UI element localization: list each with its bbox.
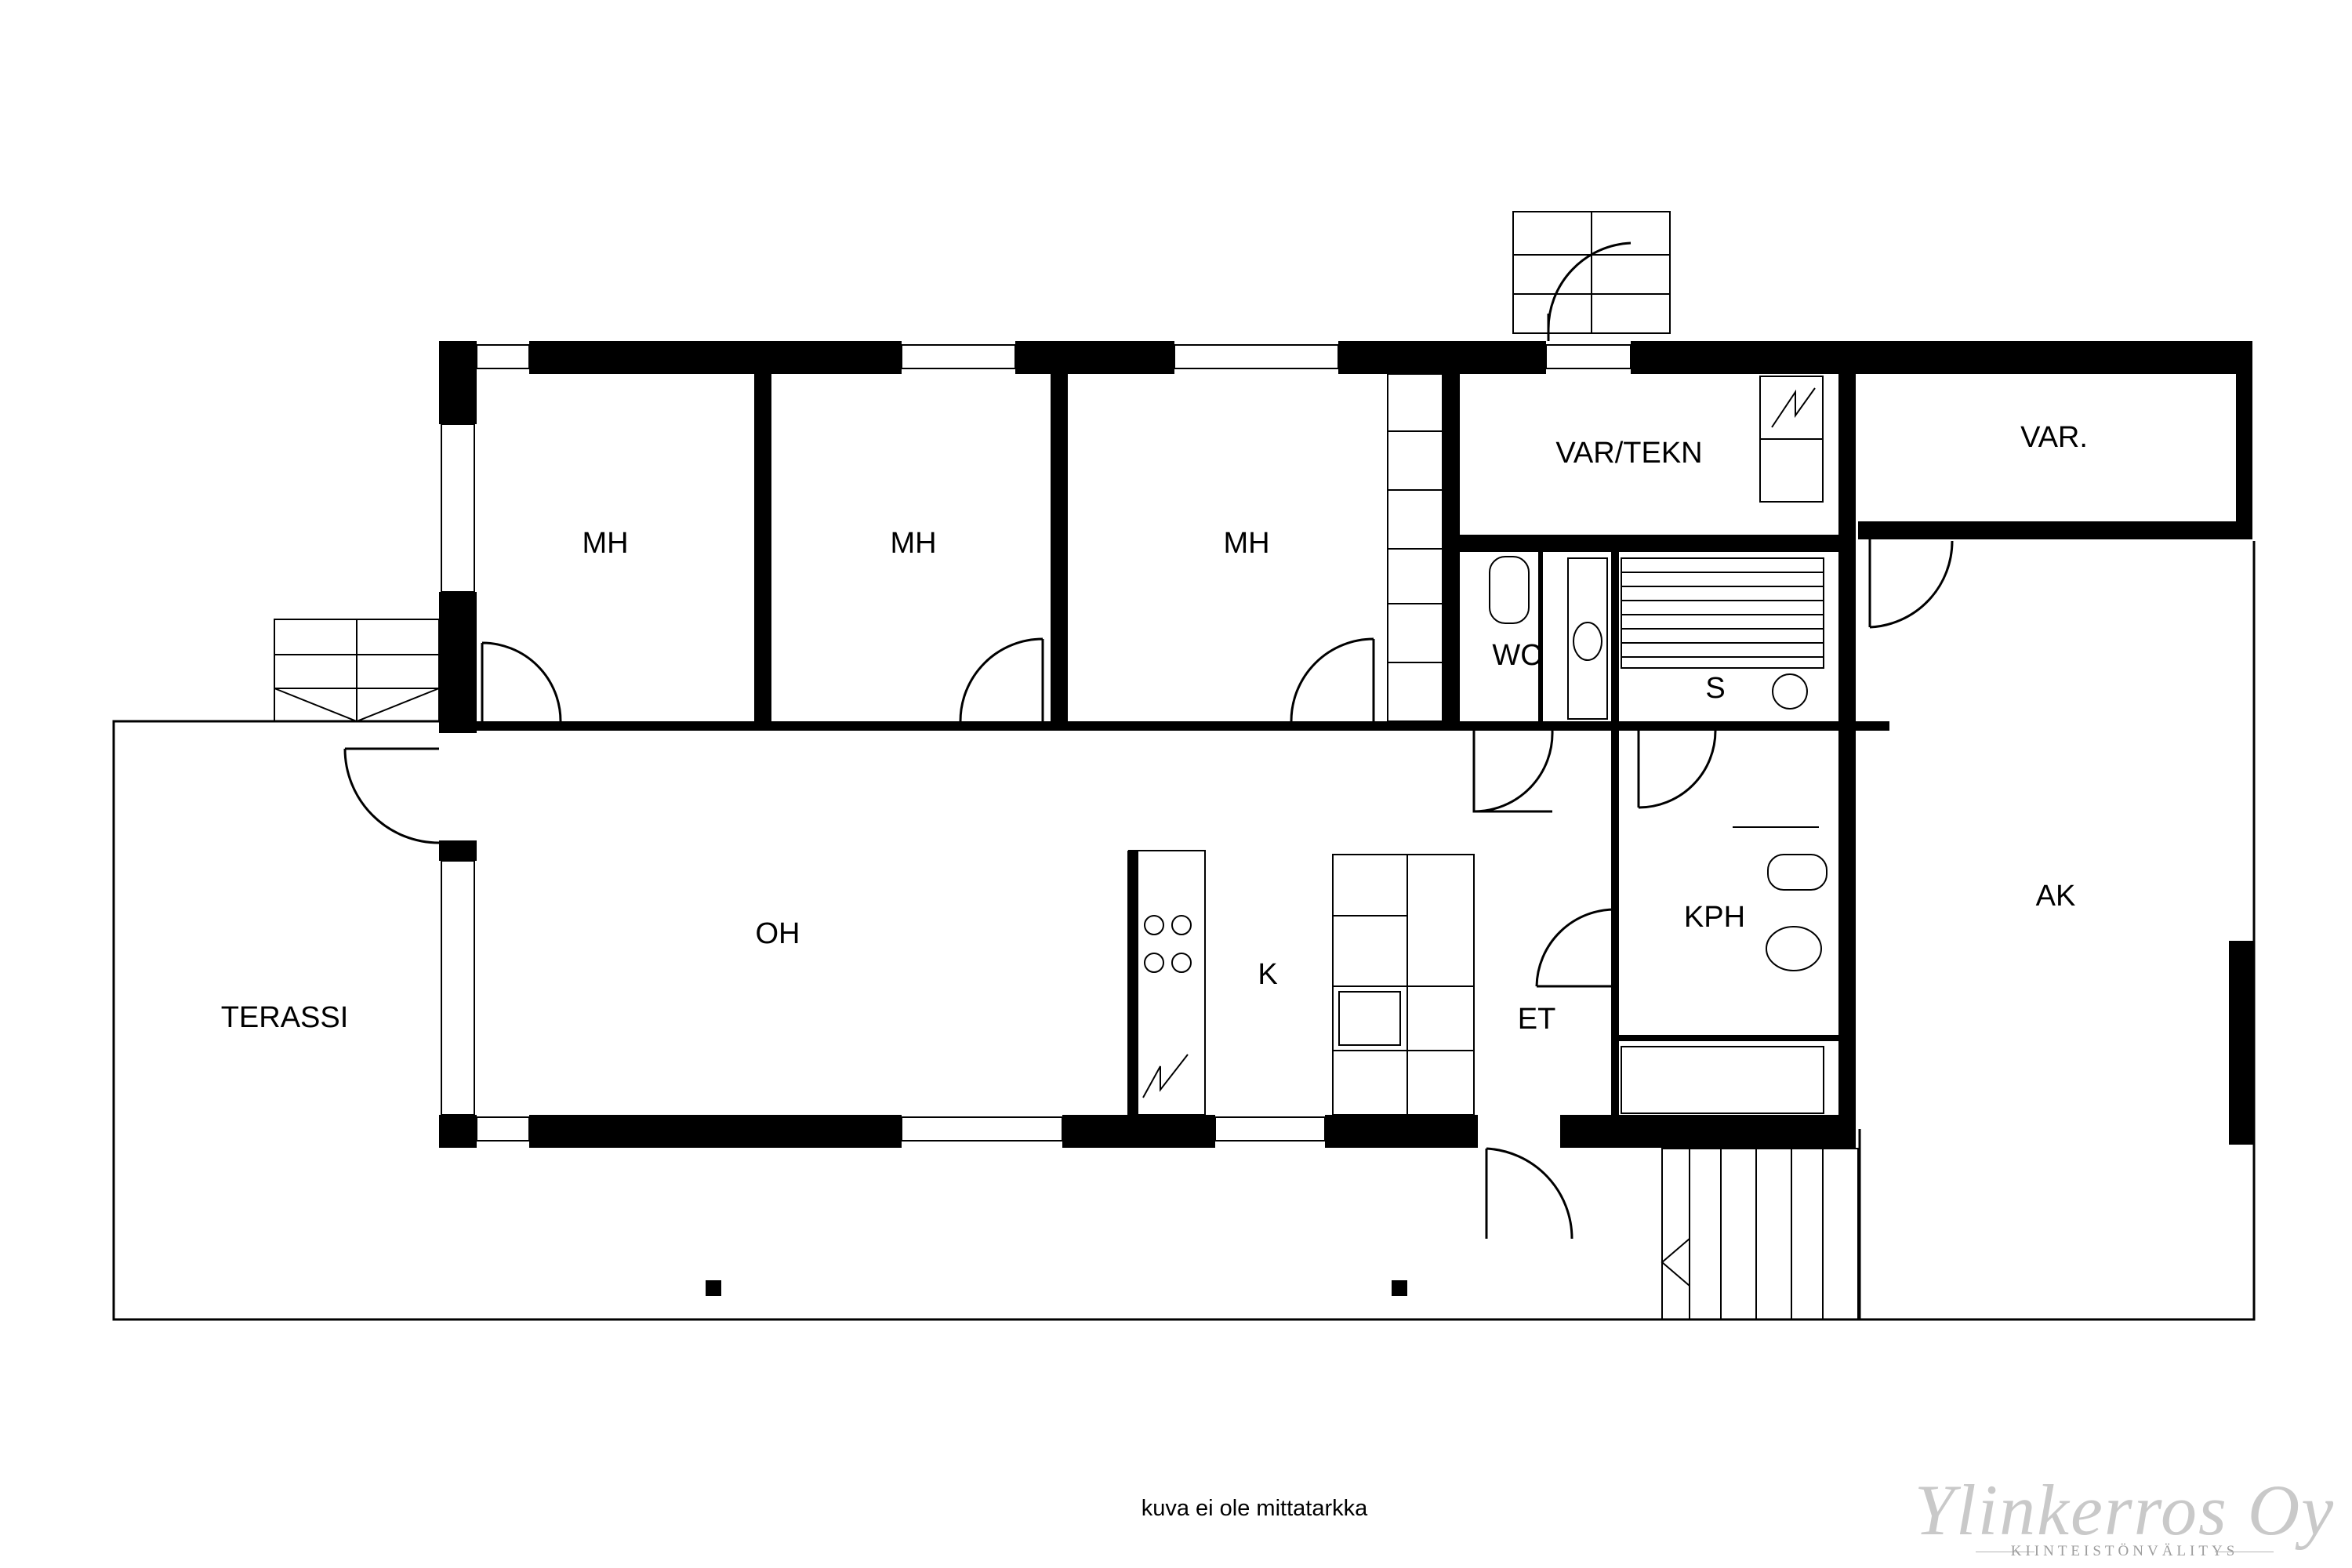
logo-name: Ylinkerros Oy [1914,1470,2336,1550]
room-label-var-tekn: VAR/TEKN [1555,437,1702,470]
room-label-terassi: TERASSI [221,1001,349,1034]
interior-walls [477,374,1889,1132]
scale-disclaimer: kuva ei ole mittatarkka [1141,1496,1368,1521]
room-labels: MH MH MH VAR/TEKN VAR. WC S OH K ET KPH … [221,421,2088,1036]
terrace-outline [112,541,2256,1321]
room-label-oh: OH [756,917,800,950]
closets-and-fixtures [1128,373,1828,1116]
room-label-var: VAR. [2020,421,2088,454]
windows [441,344,1632,1142]
room-label-et: ET [1518,1003,1556,1036]
room-label-k: K [1258,958,1277,991]
room-label-mh-2: MH [890,527,936,560]
exterior-walls [439,341,2254,1149]
room-label-s: S [1705,672,1725,705]
room-label-kph: KPH [1684,901,1745,934]
posts [706,1280,1407,1296]
room-label-mh-3: MH [1223,527,1269,560]
doors [343,241,1954,1240]
logo-tagline: KIINTEISTÖNVÄLITYS [2010,1543,2239,1559]
room-label-ak: AK [2036,880,2076,913]
stairs [274,211,1859,1320]
company-logo: Ylinkerros Oy KIINTEISTÖNVÄLITYS [1897,1474,2352,1560]
room-label-wc: WC [1492,639,1541,672]
room-label-mh-1: MH [582,527,628,560]
